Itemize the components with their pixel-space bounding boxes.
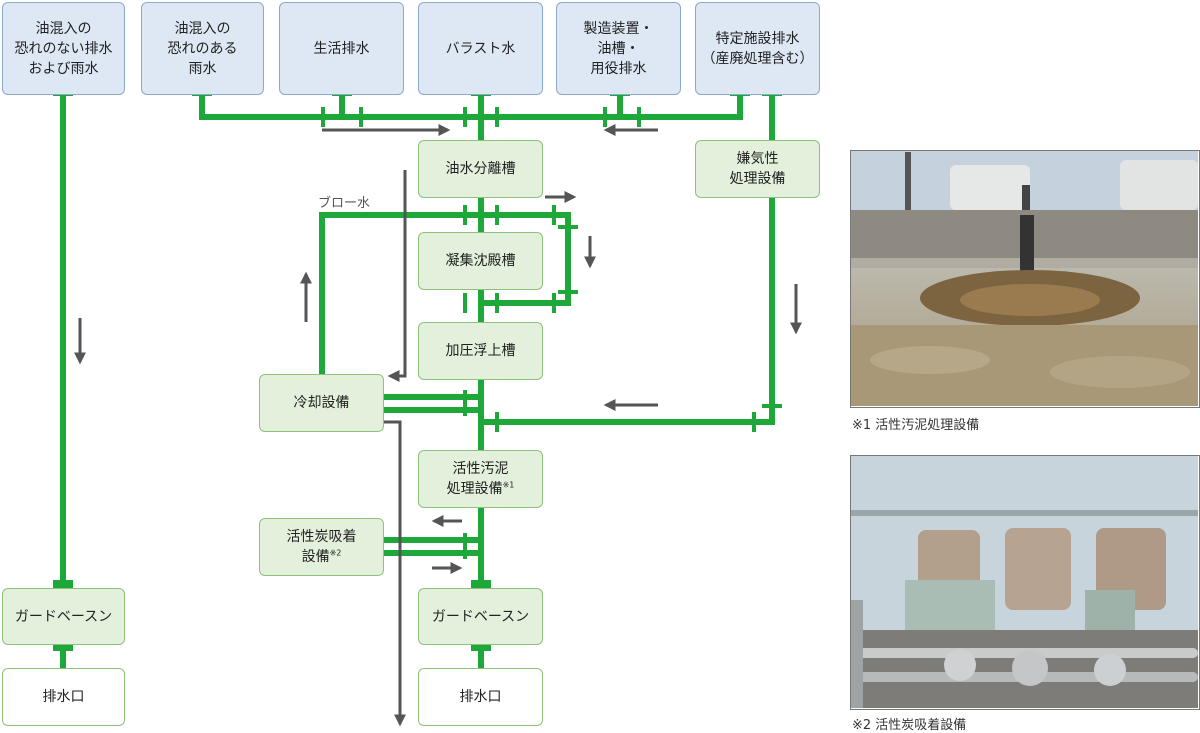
- outlet-left: 排水口: [2, 668, 125, 726]
- source-ballast-label: バラスト水: [445, 40, 516, 57]
- outlet-center-label: 排水口: [459, 689, 502, 705]
- process-activated-sludge-label: 活性汚泥 処理設備: [446, 461, 509, 497]
- process-activated-carbon: 活性炭吸着 設備※2: [259, 518, 384, 576]
- carbon-footnote-mark: ※2: [329, 548, 342, 558]
- activated-sludge-footnote-mark: ※1: [502, 480, 515, 490]
- arrow-cooling-discharge: [384, 420, 406, 727]
- source-oil-risk-rainwater: 油混入の 恐れのある 雨水: [141, 2, 264, 95]
- guard-basin-center-label: ガードベースン: [431, 608, 530, 625]
- process-anaerobic: 嫌気性 処理設備: [695, 140, 820, 198]
- activated-sludge-photo: [850, 150, 1200, 408]
- blow-water-label: ブロー水: [318, 196, 371, 211]
- process-cooling: 冷却設備: [259, 374, 384, 432]
- source-specified-label: 特定施設排水 （産廃処理含む）: [701, 30, 814, 67]
- process-cooling-label: 冷却設備: [293, 395, 350, 411]
- arrow-oil-to-cooling: [387, 170, 407, 382]
- photo1-caption: ※1 活性汚泥処理設備: [852, 418, 980, 433]
- guard-basin-left-label: ガードベースン: [14, 608, 113, 625]
- photo2-caption: ※2 活性炭吸着設備: [852, 718, 967, 733]
- pipes: [60, 96, 775, 668]
- outlet-center: 排水口: [418, 668, 543, 726]
- process-coagulation-label: 凝集沈殿槽: [445, 253, 516, 269]
- guard-basin-left: ガードベースン: [2, 588, 125, 645]
- source-oil-rain-label: 油混入の 恐れのある 雨水: [167, 20, 238, 77]
- process-coagulation: 凝集沈殿槽: [418, 232, 543, 290]
- source-specified: 特定施設排水 （産廃処理含む）: [695, 2, 820, 95]
- source-process: 製造装置・ 油槽・ 用役排水: [556, 2, 681, 95]
- pipe-blow-water: [319, 212, 481, 374]
- activated-carbon-illustration: [851, 455, 1198, 708]
- source-domestic-label: 生活排水: [313, 40, 370, 57]
- source-oil-free-label: 油混入の 恐れのない排水 および雨水: [14, 20, 113, 77]
- guard-basin-center: ガードベースン: [418, 588, 543, 645]
- source-process-label: 製造装置・ 油槽・ 用役排水: [583, 20, 654, 77]
- source-domestic: 生活排水: [279, 2, 404, 95]
- process-flotation: 加圧浮上槽: [418, 322, 543, 380]
- pipe-bypass-loop: [481, 212, 571, 306]
- source-ballast: バラスト水: [418, 2, 543, 95]
- activated-sludge-illustration: [851, 150, 1198, 406]
- process-flotation-label: 加圧浮上槽: [445, 343, 516, 359]
- activated-carbon-photo: [850, 455, 1200, 710]
- process-activated-sludge: 活性汚泥 処理設備※1: [418, 450, 543, 508]
- source-oil-free-rainwater: 油混入の 恐れのない排水 および雨水: [2, 2, 125, 95]
- process-oil-separator: 油水分離槽: [418, 140, 543, 198]
- process-oil-separator-label: 油水分離槽: [445, 161, 516, 177]
- outlet-left-label: 排水口: [42, 689, 85, 705]
- pipe-top-header: [199, 96, 743, 120]
- process-carbon-label: 活性炭吸着 設備: [286, 529, 357, 565]
- flow-arrows: [74, 124, 802, 727]
- pipe-anaerobic-return: [481, 198, 775, 425]
- process-anaerobic-label: 嫌気性 処理設備: [729, 151, 786, 187]
